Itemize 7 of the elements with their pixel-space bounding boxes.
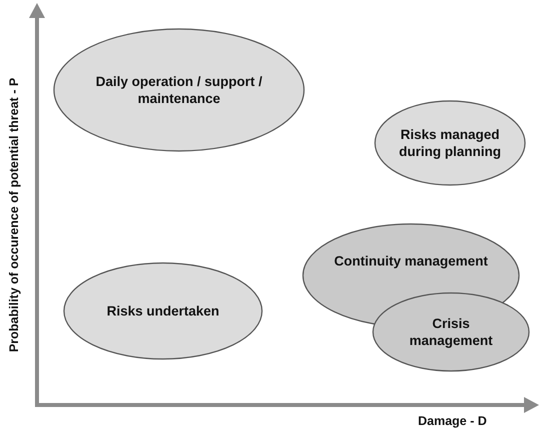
ellipse-label: Crisis management [408,315,494,349]
ellipse-label: Continuity management [333,252,489,270]
x-axis-title: Damage - D [418,414,487,428]
y-axis-title: Probability of occurence of potential threat - P [7,78,21,352]
ellipse-label: Risks undertaken [106,302,220,320]
ellipse-label: Risks managed during planning [398,126,502,160]
ellipse-label: Daily operation / support / maintenance [94,73,264,107]
